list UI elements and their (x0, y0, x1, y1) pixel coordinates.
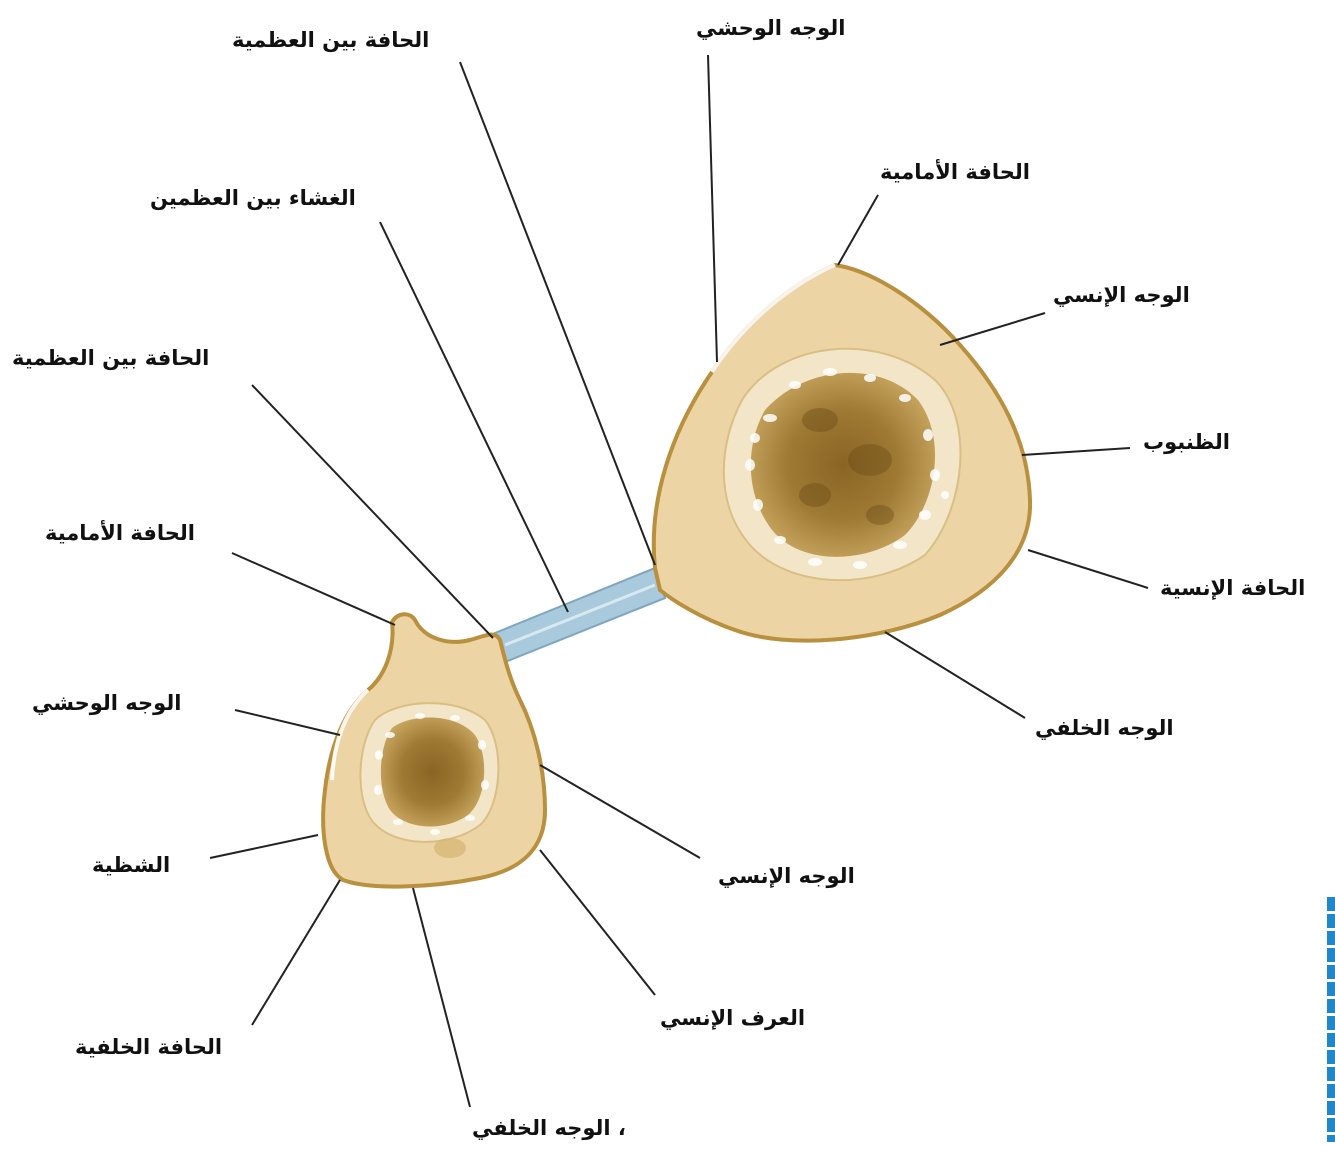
label-tibia: الظنبوب (1143, 430, 1230, 454)
leader-anterior-border-fibula (231, 552, 396, 626)
leader-posterior-surface-tibia (884, 631, 1026, 719)
label-fibula: الشظية (92, 853, 171, 877)
label-medial-surface-fibula: الوجه الإنسي (718, 864, 855, 888)
leader-posterior-surface-fibula (412, 887, 471, 1108)
leader-interosseous-membrane (379, 221, 569, 613)
label-medial-border-tibia: الحافة الإنسية (1160, 576, 1306, 600)
leader-interosseous-border-fibula (251, 384, 494, 639)
label-anterior-border-tibia: الحافة الأمامية (880, 160, 1030, 184)
label-anterior-border-fibula: الحافة الأمامية (45, 521, 195, 545)
label-medial-crest-fibula: العرف الإنسي (660, 1006, 806, 1030)
label-interosseous-border-tibia: الحافة بين العظمية (232, 28, 430, 52)
leader-anterior-border-tibia (837, 194, 879, 266)
leader-posterior-border-fibula (251, 879, 341, 1026)
leader-lines (209, 54, 1149, 1108)
leader-lateral-surface-tibia (707, 54, 718, 363)
fibula-cross-section (321, 612, 548, 889)
leader-medial-surface-tibia (939, 312, 1046, 346)
leader-medial-crest-fibula (539, 849, 656, 996)
label-posterior-surface-tibia: الوجه الخلفي (1035, 716, 1174, 740)
label-lateral-surface-tibia: الوجه الوحشي (696, 16, 846, 40)
label-medial-surface-tibia: الوجه الإنسي (1053, 283, 1190, 307)
label-interosseous-membrane: الغشاء بين العظمين (150, 186, 356, 210)
interosseous-membrane-shape (493, 566, 667, 664)
leader-tibia (1021, 447, 1131, 456)
leader-medial-surface-fibula (539, 764, 701, 859)
leader-medial-border-tibia (1027, 549, 1149, 589)
tibia-cross-section (651, 262, 1033, 643)
leader-fibula (209, 834, 319, 859)
label-posterior-border-fibula: الحافة الخلفية (75, 1035, 223, 1059)
edge-accent-bar (1327, 897, 1335, 1142)
label-lateral-surface-fibula: الوجه الوحشي (32, 691, 182, 715)
leader-lateral-surface-fibula (234, 709, 341, 736)
label-posterior-surface-fibula: ، الوجه الخلفي (472, 1116, 626, 1140)
label-interosseous-border-fibula: الحافة بين العظمية (12, 346, 210, 370)
leader-interosseous-border-tibia (459, 61, 656, 566)
